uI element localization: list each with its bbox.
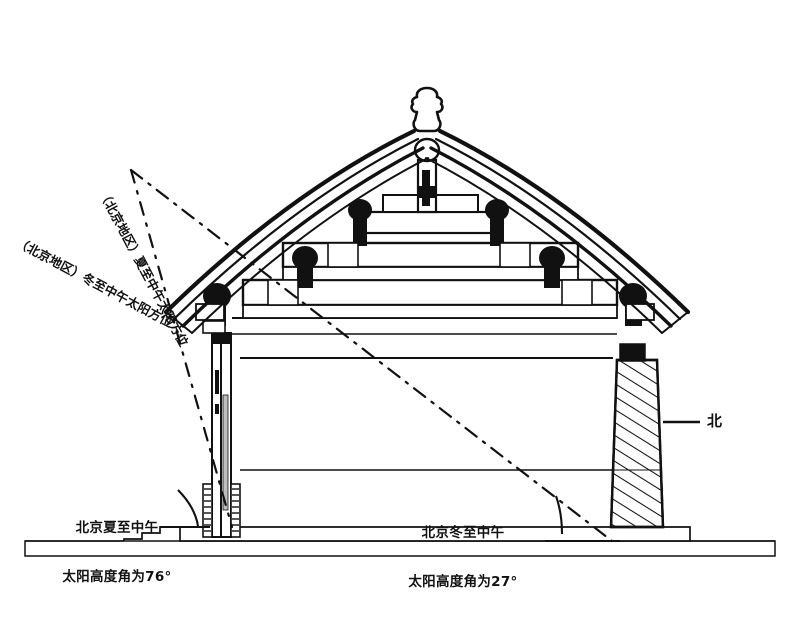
winter-altitude-line1: 北京冬至中午 <box>421 524 505 541</box>
right-masonry-wall <box>609 343 665 529</box>
sun-ray-winter-solstice <box>129 168 614 543</box>
left-column <box>202 332 241 538</box>
interior-beam-lines <box>232 316 617 471</box>
architectural-section-drawing <box>24 86 776 557</box>
compass-north-label: 北 <box>707 412 723 430</box>
roof-finial-ornament <box>410 86 444 133</box>
diagram-canvas: 夏至中午太阳方位 （北京地区） 冬至中午太阳方位 （北京地区） 北京夏至中午 太… <box>13 86 776 591</box>
summer-altitude-line1: 北京夏至中午 <box>75 519 159 536</box>
summer-altitude-line2: 太阳高度角为76° <box>62 569 172 586</box>
angle-arc-winter <box>545 495 620 542</box>
roof-framing-beams <box>241 158 619 319</box>
sun-ray-summer-solstice <box>129 168 234 529</box>
roof-surface <box>163 128 691 334</box>
platform-stylobate <box>24 526 776 557</box>
winter-altitude-label: 北京冬至中午 太阳高度角为27° <box>383 492 543 624</box>
angle-arc-summer <box>160 489 210 528</box>
dougong-bracket-sets <box>195 137 655 334</box>
winter-altitude-line2: 太阳高度角为27° <box>408 574 518 591</box>
summer-altitude-label: 北京夏至中午 太阳高度角为76° <box>42 487 192 619</box>
